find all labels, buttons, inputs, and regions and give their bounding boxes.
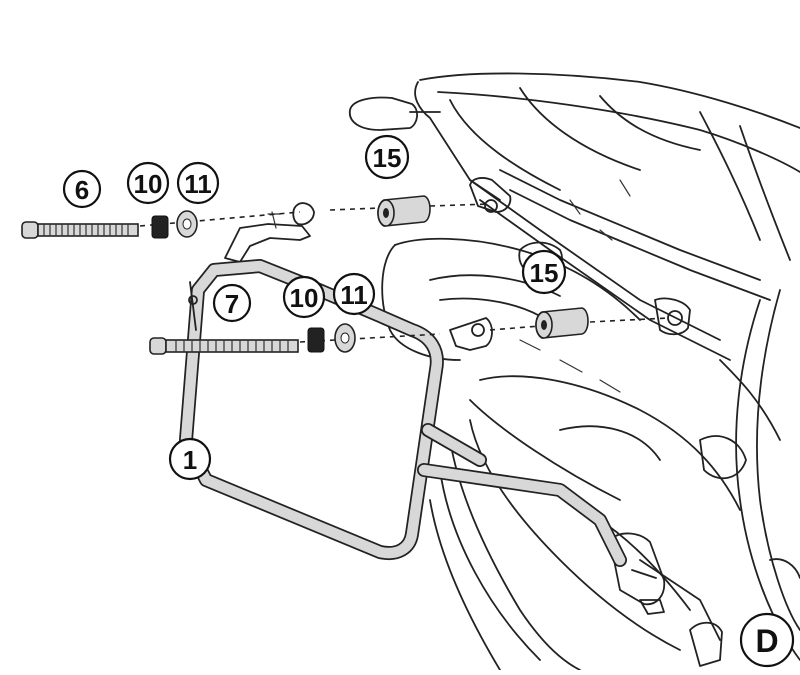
callout-11-upper-label: 11 <box>184 169 212 199</box>
hardware-row-upper <box>21 195 491 239</box>
callout-15-upper-label: 15 <box>373 143 402 173</box>
callout-D: D <box>739 612 795 668</box>
nut-10-upper <box>151 215 169 239</box>
callout-7: 7 <box>212 283 252 323</box>
nut-10-lower <box>307 327 325 353</box>
callout-10-upper: 10 <box>126 161 170 205</box>
callout-D-label: D <box>755 623 778 659</box>
hardware-row-lower <box>149 307 669 355</box>
callout-11-lower-label: 11 <box>340 280 368 310</box>
callout-15-lower-label: 15 <box>530 258 559 288</box>
side-frame-1 <box>179 202 627 567</box>
spacer-15-lower <box>535 307 589 339</box>
bolt-6 <box>21 221 139 239</box>
callout-7-label: 7 <box>225 289 239 319</box>
washer-11-lower <box>334 323 356 353</box>
callout-6-label: 6 <box>75 175 89 205</box>
callout-1-label: 1 <box>183 445 197 475</box>
callout-15-lower: 15 <box>521 249 567 295</box>
callout-1: 1 <box>168 437 212 481</box>
callout-10-lower: 10 <box>282 275 326 319</box>
callout-11-lower: 11 <box>332 272 376 316</box>
spacer-15-upper <box>377 195 431 227</box>
callout-11-upper: 11 <box>176 161 220 205</box>
callout-10-lower-label: 10 <box>290 283 319 313</box>
washer-11-upper <box>176 210 198 238</box>
callout-6: 6 <box>62 169 102 209</box>
callout-15-upper: 15 <box>364 134 410 180</box>
motorcycle-outline <box>348 72 800 671</box>
bolt-7 <box>149 337 299 355</box>
callout-10-upper-label: 10 <box>134 169 163 199</box>
